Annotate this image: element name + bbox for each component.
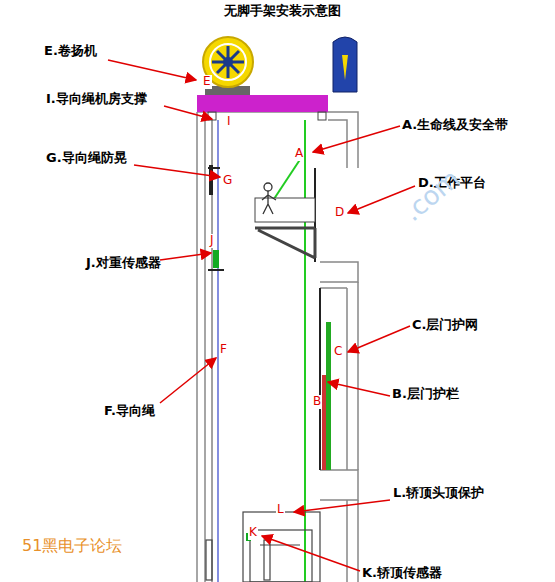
callout-letter: L: [276, 503, 285, 517]
callout-letter: D: [334, 206, 345, 220]
callout-letter: B: [312, 395, 322, 409]
part-label: C.层门护网: [412, 318, 478, 333]
part-label: J.对重传感器: [86, 256, 161, 271]
part-label: E.卷扬机: [44, 44, 97, 59]
callout-letter: C: [333, 345, 343, 359]
part-label: B.层门护栏: [392, 387, 459, 402]
part-label: F.导向绳: [104, 404, 155, 419]
part-label: G.导向绳防晃: [46, 151, 127, 166]
callout-letter: J: [209, 234, 215, 248]
callout-letter: E: [202, 75, 212, 89]
callout-letter: A: [294, 147, 304, 161]
part-label: I.导向绳机房支撑: [46, 92, 147, 107]
part-label: K.轿顶传感器: [362, 566, 442, 581]
callout-letter: K: [248, 526, 258, 540]
part-label: A.生命线及安全带: [402, 118, 508, 133]
callout-letter: I: [226, 115, 232, 129]
diagram-title: 无脚手架安装示意图: [224, 4, 341, 19]
callout-letter: G: [222, 174, 233, 188]
watermark: .com: [398, 164, 466, 228]
part-label: L.轿顶头顶保护: [393, 486, 484, 501]
watermark: 51黑电子论坛: [22, 537, 122, 555]
callout-letter: F: [219, 343, 228, 357]
